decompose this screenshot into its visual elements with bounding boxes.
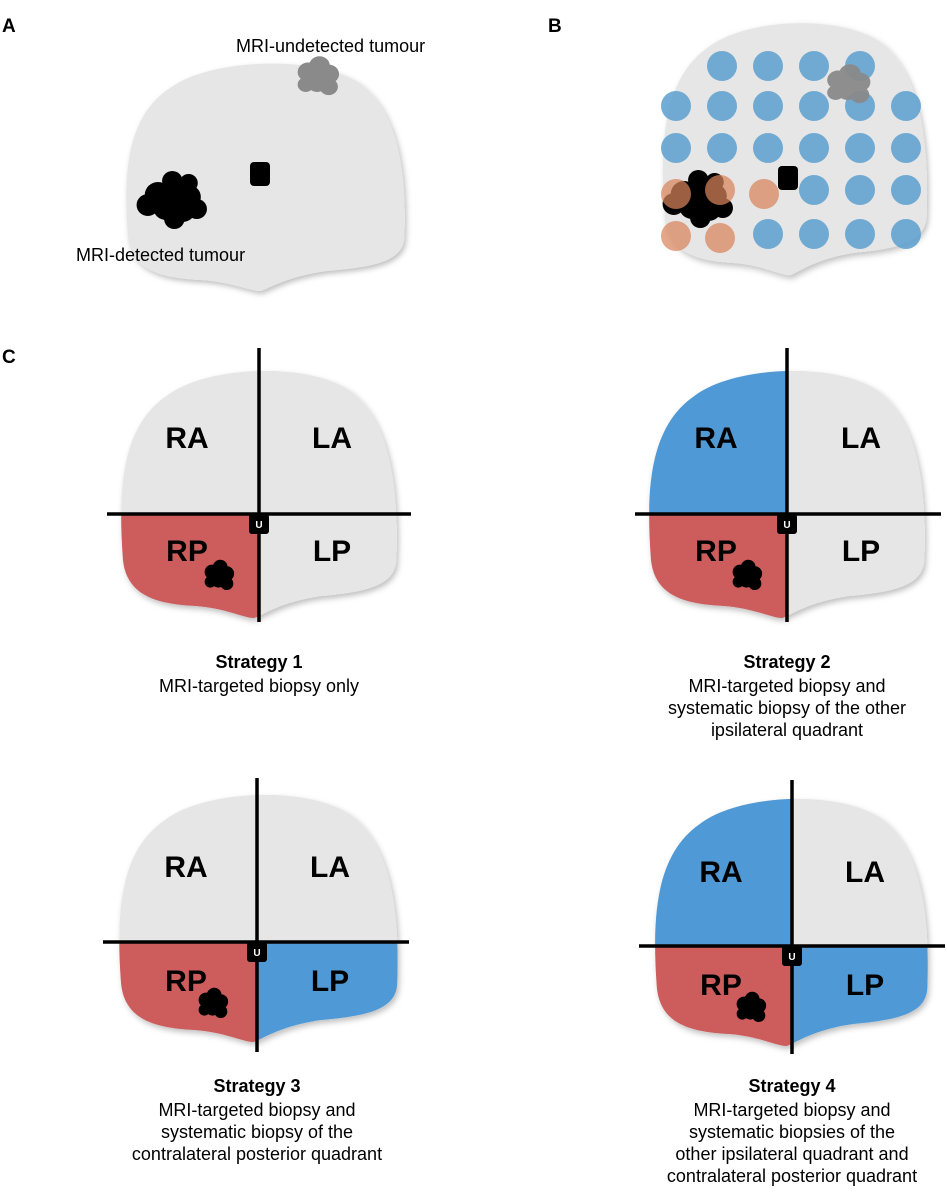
- panel-b-letter: B: [548, 16, 562, 37]
- strategy-title: Strategy 4: [748, 1076, 835, 1096]
- quadrant-ra: RA: [164, 851, 207, 884]
- systematic-biopsy-dot: [845, 133, 875, 163]
- lp-quadrant-fill: [791, 946, 928, 1046]
- quadrant-ra: RA: [165, 422, 208, 455]
- systematic-biopsy-dot: [661, 91, 691, 121]
- quadrant-la: LA: [310, 851, 350, 884]
- lp-quadrant-fill: [258, 942, 398, 1042]
- panel-b-prostate: [662, 23, 928, 276]
- strategy-title: Strategy 1: [215, 652, 302, 672]
- strategy-line: MRI-targeted biopsy and: [693, 1100, 890, 1120]
- detected-tumour-label: MRI-detected tumour: [76, 245, 245, 265]
- targeted-biopsy-dot: [705, 175, 735, 205]
- strategy-3-prostate: [119, 794, 398, 1042]
- rp-quadrant-fill: [649, 514, 787, 618]
- targeted-biopsy-dot: [661, 179, 691, 209]
- systematic-biopsy-dot: [753, 219, 783, 249]
- undetected-tumour: [297, 56, 340, 96]
- strategy-line: other ipsilateral quadrant and: [675, 1144, 908, 1164]
- systematic-biopsy-dot: [891, 91, 921, 121]
- quadrant-rp: RP: [165, 965, 207, 998]
- systematic-biopsy-dot: [799, 133, 829, 163]
- strategy-line: MRI-targeted biopsy only: [159, 676, 359, 696]
- systematic-biopsy-dot: [707, 91, 737, 121]
- systematic-biopsy-dot: [891, 133, 921, 163]
- strategy-line: ipsilateral quadrant: [711, 720, 863, 740]
- urethra-marker: [250, 162, 270, 186]
- systematic-biopsy-dot: [799, 219, 829, 249]
- strategy-line: contralateral posterior quadrant: [132, 1144, 382, 1164]
- urethra-label: U: [253, 948, 260, 959]
- systematic-biopsy-dot: [753, 51, 783, 81]
- quadrant-lp: LP: [846, 969, 884, 1002]
- targeted-biopsy-dot: [705, 223, 735, 253]
- quadrant-lp: LP: [842, 535, 880, 568]
- systematic-biopsy-dot: [661, 133, 691, 163]
- systematic-biopsy-dot: [845, 175, 875, 205]
- urethra-marker: [247, 942, 267, 962]
- strategy-line: systematic biopsy of the: [161, 1122, 353, 1142]
- strategy-line: systematic biopsies of the: [689, 1122, 895, 1142]
- urethra-label: U: [783, 520, 790, 531]
- strategy-line: MRI-targeted biopsy and: [158, 1100, 355, 1120]
- systematic-biopsy-dot: [891, 219, 921, 249]
- strategy-1: U RA LA RP LP Strategy 1 MRI-targeted bi…: [107, 348, 411, 696]
- quadrant-rp: RP: [695, 535, 737, 568]
- strategy-title: Strategy 2: [743, 652, 830, 672]
- strategy-4-prostate: [655, 798, 928, 1046]
- systematic-biopsy-dot: [799, 91, 829, 121]
- urethra-marker: [782, 946, 802, 966]
- systematic-biopsy-dot: [753, 133, 783, 163]
- systematic-biopsy-dot: [891, 175, 921, 205]
- systematic-biopsy-dot: [707, 133, 737, 163]
- panel-c-letter: C: [2, 347, 16, 368]
- quadrant-lp: LP: [311, 965, 349, 998]
- strategy-line: systematic biopsy of the other: [668, 698, 906, 718]
- quadrant-rp: RP: [700, 969, 742, 1002]
- systematic-biopsy-dot: [845, 219, 875, 249]
- quadrant-la: LA: [312, 422, 352, 455]
- strategy-4: U RA LA RP LP Strategy 4 MRI-targeted bi…: [639, 780, 945, 1186]
- rp-quadrant-fill: [119, 942, 258, 1042]
- quadrant-la: LA: [845, 856, 885, 889]
- urethra-marker-b: [778, 166, 798, 190]
- urethra-marker: [777, 514, 797, 534]
- quadrant-ra: RA: [699, 856, 742, 889]
- systematic-biopsy-dot: [799, 51, 829, 81]
- panel-a-letter: A: [2, 16, 16, 37]
- urethra-label: U: [788, 952, 795, 963]
- urethra-label: U: [255, 520, 262, 531]
- rp-quadrant-fill: [121, 514, 259, 618]
- systematic-biopsy-dot: [707, 51, 737, 81]
- rp-quadrant-fill: [655, 946, 791, 1046]
- quadrant-lp: LP: [313, 535, 351, 568]
- panel-b: B: [548, 16, 928, 276]
- quadrant-la: LA: [841, 422, 881, 455]
- urethra-marker: [249, 514, 269, 534]
- strategy-2-prostate: [649, 370, 925, 618]
- strategy-line: contralateral posterior quadrant: [667, 1166, 917, 1186]
- undetected-tumour-label: MRI-undetected tumour: [236, 36, 425, 56]
- strategy-2: U RA LA RP LP Strategy 2 MRI-targeted bi…: [635, 348, 941, 740]
- panel-a: A MRI-undetected tumour MRI-detected tum…: [2, 16, 425, 292]
- quadrant-ra: RA: [694, 422, 737, 455]
- targeted-biopsy-dot: [661, 221, 691, 251]
- strategy-line: MRI-targeted biopsy and: [688, 676, 885, 696]
- quadrant-rp: RP: [166, 535, 208, 568]
- strategy-title: Strategy 3: [213, 1076, 300, 1096]
- systematic-biopsy-dot: [753, 91, 783, 121]
- strategy-3: U RA LA RP LP Strategy 3 MRI-targeted bi…: [103, 778, 409, 1164]
- systematic-biopsy-dot: [799, 175, 829, 205]
- targeted-biopsy-dot: [749, 179, 779, 209]
- strategy-1-prostate: [121, 370, 397, 618]
- targeted-dots: [661, 175, 779, 253]
